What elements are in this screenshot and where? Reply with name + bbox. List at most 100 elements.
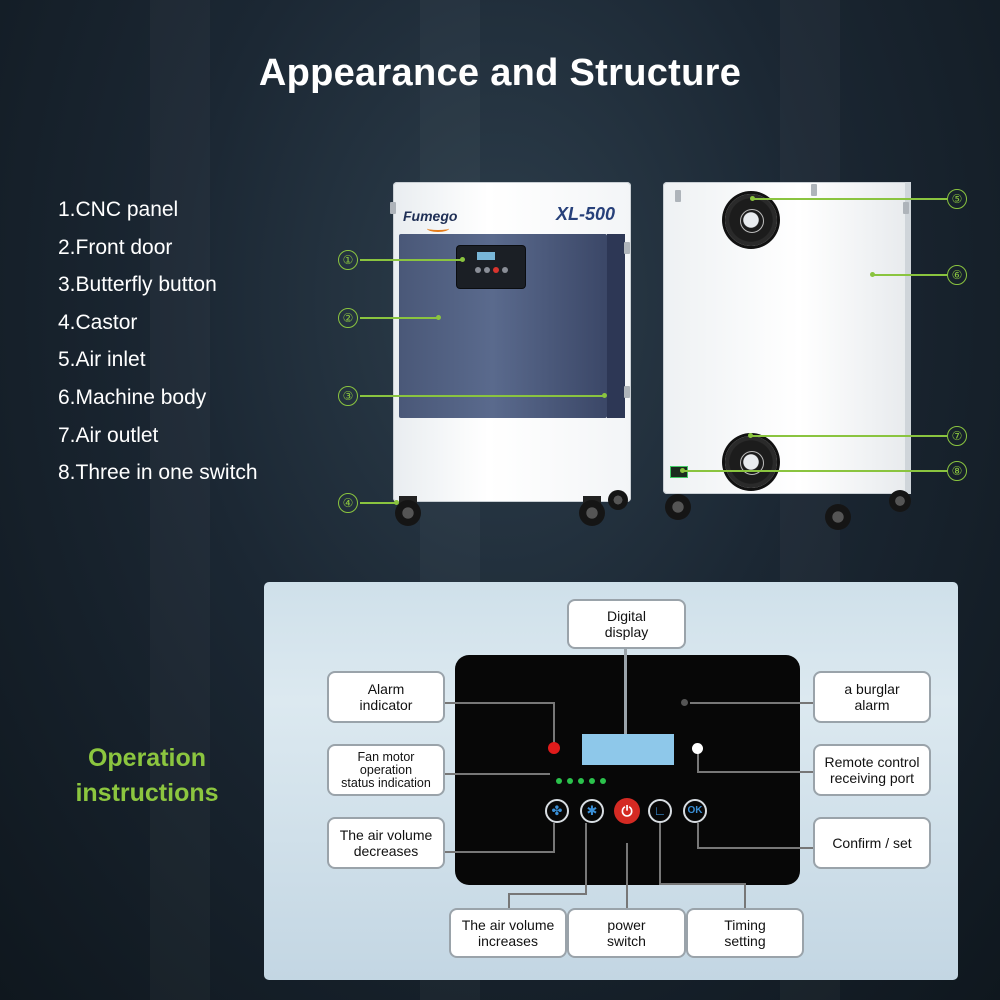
operation-title-line: Operation xyxy=(87,744,207,772)
connector-line xyxy=(744,883,746,909)
callout-4: ④ xyxy=(338,493,358,513)
latch xyxy=(903,202,909,214)
castor xyxy=(579,500,605,526)
label-line: Remote control xyxy=(824,754,920,770)
cnc-button xyxy=(475,267,481,273)
front-door xyxy=(399,234,607,418)
callout-line xyxy=(360,317,438,319)
connector-line xyxy=(445,851,555,853)
operation-title-line: instructions xyxy=(75,779,219,807)
clock-icon[interactable]: ∟ xyxy=(648,799,672,823)
connector-line xyxy=(585,823,587,895)
callout-line xyxy=(360,259,462,261)
machine-side xyxy=(905,182,911,494)
callout-dot xyxy=(750,196,755,201)
label-line: status indication xyxy=(341,775,431,790)
callout-3: ③ xyxy=(338,386,358,406)
label-line: Digital xyxy=(607,608,646,624)
callout-dot xyxy=(460,257,465,262)
hinge xyxy=(624,242,630,254)
label-line: The air volume xyxy=(339,827,433,843)
door-edge xyxy=(607,234,625,418)
hinge xyxy=(390,202,396,214)
castor xyxy=(608,490,628,510)
brand-swoosh xyxy=(427,225,449,232)
connector-line xyxy=(445,773,550,775)
machine-back-view xyxy=(663,182,911,530)
connector-line xyxy=(508,893,510,909)
fan-status-led xyxy=(556,778,562,784)
connector-line xyxy=(553,702,555,744)
callout-1: ① xyxy=(338,250,358,270)
alarm-indicator-led xyxy=(548,742,560,754)
castor xyxy=(665,494,691,520)
legend-item: 6.Machine body xyxy=(58,385,207,409)
label-line: setting xyxy=(724,933,766,949)
fan-status-led xyxy=(589,778,595,784)
air-inlet xyxy=(725,194,777,246)
callout-line xyxy=(360,395,604,397)
connector-line xyxy=(445,702,555,704)
label-line: Alarm xyxy=(367,681,405,697)
cnc-panel xyxy=(457,246,525,288)
callout-line xyxy=(872,274,947,276)
air-outlet xyxy=(725,436,777,488)
label-line: display xyxy=(604,624,649,640)
machine-top-panel: Fumego XL-500 xyxy=(393,182,631,234)
fan-status-led xyxy=(578,778,584,784)
legend-item: 2.Front door xyxy=(58,235,173,259)
label-line: increases xyxy=(478,933,538,949)
label-line: Fan motor xyxy=(357,749,415,764)
callout-dot xyxy=(748,433,753,438)
callout-line xyxy=(360,502,396,504)
remote-receiver xyxy=(692,743,703,754)
callout-line xyxy=(750,435,947,437)
connector-line xyxy=(659,823,661,885)
label-line: power xyxy=(607,917,646,933)
connector-line xyxy=(697,823,699,849)
legend-item: 3.Butterfly button xyxy=(58,273,217,297)
cnc-button xyxy=(484,267,490,273)
castor xyxy=(889,490,911,512)
parts-legend: 1.CNC panel 2.Front door 3.Butterfly but… xyxy=(58,196,258,497)
fan-high-icon[interactable]: ✱ xyxy=(580,799,604,823)
legend-item: 7.Air outlet xyxy=(58,423,159,447)
legend-item: 1.CNC panel xyxy=(58,198,179,221)
callout-5: ⑤ xyxy=(947,189,967,209)
cnc-lcd xyxy=(477,252,495,260)
label-line: a burglar xyxy=(844,681,900,697)
machine-body xyxy=(663,182,911,494)
callout-dot xyxy=(680,468,685,473)
model-name: XL-500 xyxy=(555,204,615,224)
label-line: alarm xyxy=(854,697,890,713)
castor xyxy=(825,504,851,530)
connector-line xyxy=(697,847,815,849)
operation-instructions-title: Operation instructions xyxy=(60,741,234,811)
confirm-icon[interactable]: OK xyxy=(683,799,707,823)
connector-line xyxy=(697,750,699,772)
label-line: The air volume xyxy=(461,917,555,933)
cnc-buttons xyxy=(475,267,509,277)
cnc-button xyxy=(502,267,508,273)
legend-item: 4.Castor xyxy=(58,310,138,334)
label-line: indicator xyxy=(359,697,413,713)
fan-low-icon[interactable]: ✤ xyxy=(545,799,569,823)
label-line: switch xyxy=(607,933,646,949)
fan-status-led xyxy=(600,778,606,784)
label-line: operation xyxy=(359,762,413,777)
callout-dot xyxy=(602,393,607,398)
callout-line xyxy=(752,198,947,200)
label-line: decreases xyxy=(353,843,419,859)
background-decoration xyxy=(150,0,210,1000)
connector-line xyxy=(697,771,815,773)
label-confirm-set: Confirm / set xyxy=(813,817,931,869)
connector-line xyxy=(624,648,627,736)
legend-item: 8.Three in one switch xyxy=(58,461,258,485)
power-icon[interactable]: ⏻ xyxy=(614,798,640,824)
connector-line xyxy=(553,823,555,853)
